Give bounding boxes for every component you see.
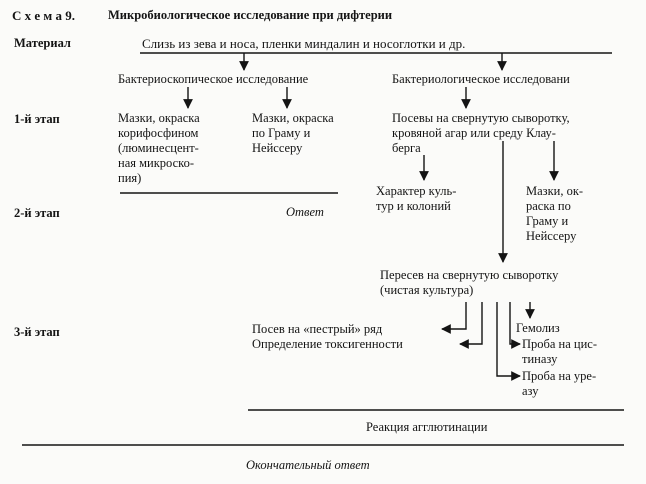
scheme-number: С х е м а 9. — [12, 8, 76, 23]
bacterioscopic-node: Бактериоскопическое исследование — [118, 72, 309, 86]
stage-label-3: 3-й этап — [14, 325, 60, 339]
toxigenicity-node: Определение токсигенности — [252, 337, 403, 351]
cystinase-node: Проба на цис- тиназу — [522, 337, 598, 366]
smear-coryphosphine-node: Мазки, окраска корифосфином (люминесцент… — [118, 111, 200, 185]
hemolysis-node: Гемолиз — [516, 321, 560, 335]
arrow-to-cystinase — [509, 302, 521, 349]
sowing-node: Посевы на свернутую сыворотку, кровяной … — [392, 111, 570, 155]
scheme-title: Микробиологическое исследование при дифт… — [108, 8, 393, 22]
arrow-to-toxigenicity — [459, 302, 483, 349]
motley-row-node: Посев на «пестрый» ряд — [252, 322, 383, 336]
bacteriologic-node: Бактериологическое исследовани — [392, 72, 570, 86]
culture-character-node: Характер куль- тур и колоний — [376, 184, 457, 213]
agglutination-node: Реакция агглютинации — [366, 420, 488, 434]
smear-gram-node-2: Мазки, ок- раска по Граму и Нейссеру — [526, 184, 584, 243]
urease-node: Проба на уре- азу — [522, 369, 597, 398]
arrow-to-urease — [496, 302, 521, 381]
stage-label-1: 1-й этап — [14, 112, 60, 126]
arrow-to-motley-row — [441, 302, 467, 334]
answer-label: Ответ — [286, 205, 324, 219]
stage-label-material: Материал — [14, 36, 71, 50]
final-answer-label: Окончательный ответ — [246, 458, 370, 472]
material-text: Слизь из зева и носа, пленки миндалин и … — [142, 36, 466, 51]
stage-label-2: 2-й этап — [14, 206, 60, 220]
smear-gram-node-1: Мазки, окраска по Граму и Нейссеру — [252, 111, 334, 155]
resowing-node: Пересев на свернутую сыворотку (чистая к… — [380, 268, 559, 297]
